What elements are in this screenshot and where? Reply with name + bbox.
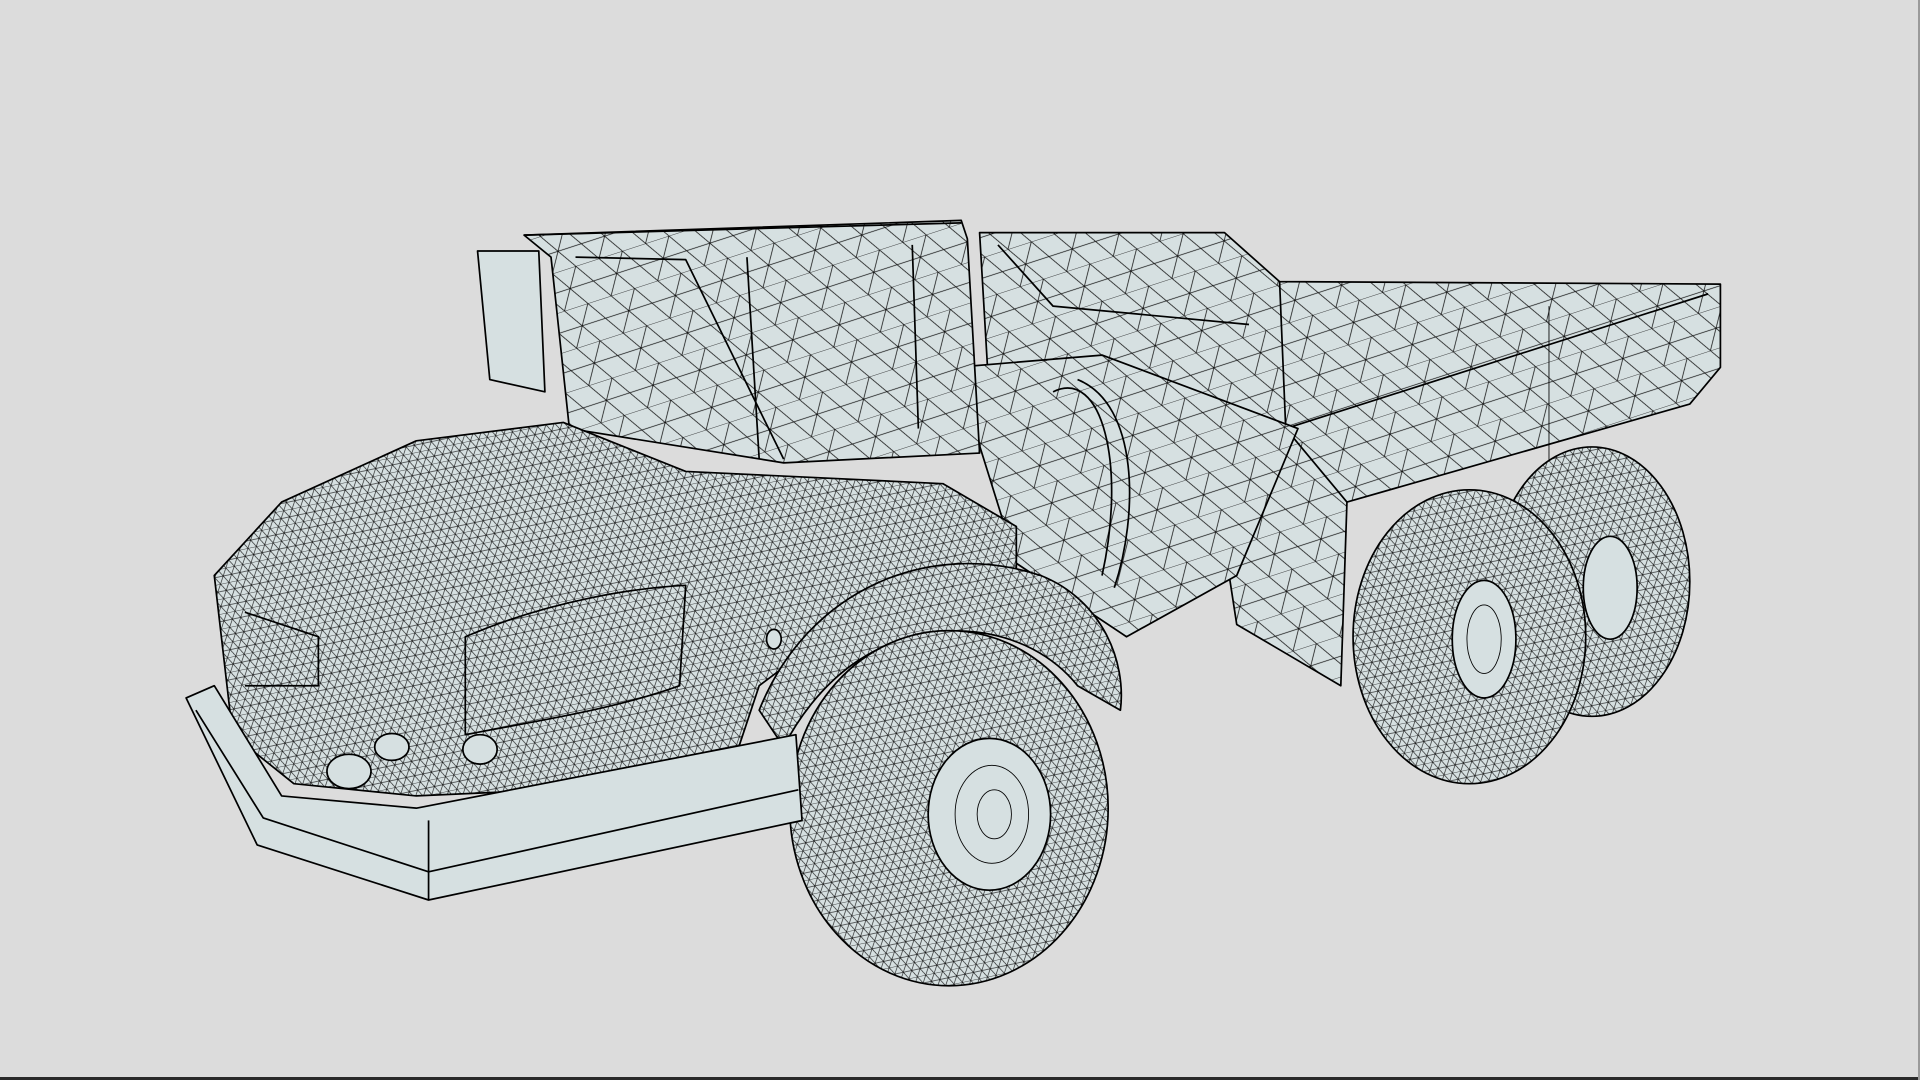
front-wheel — [788, 629, 1110, 987]
truck-model[interactable] — [185, 219, 1722, 987]
front-fender — [758, 562, 1123, 748]
viewport-right-border — [1918, 0, 1920, 1080]
front-bumper — [185, 684, 803, 901]
viewport-bottom-border — [0, 1077, 1920, 1080]
rear-wheels — [1352, 446, 1691, 785]
cab — [476, 219, 981, 464]
hood — [213, 421, 1018, 797]
